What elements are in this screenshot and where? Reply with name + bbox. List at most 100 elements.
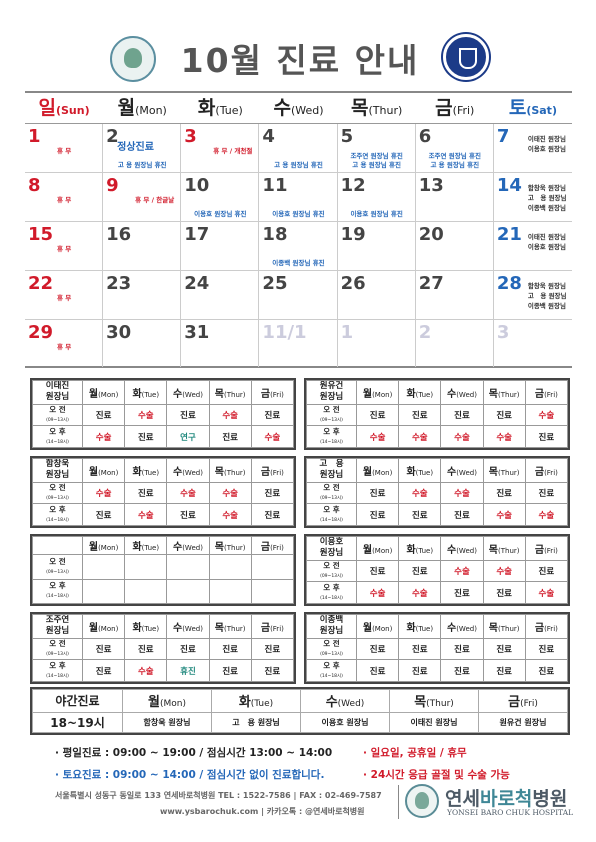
schedule-cell	[166, 578, 210, 605]
schedule-day-header: 목(Thur)	[482, 380, 526, 405]
schedule-cell: 진료	[524, 637, 569, 661]
night-doctor: 함창욱 원장님	[122, 711, 212, 734]
calendar-day: 8 휴 무	[25, 173, 104, 222]
emergency-note: · 24시간 응급 골절 및 수술 가능	[363, 769, 510, 781]
schedule-day-header: 화(Tue)	[124, 614, 168, 639]
schedule-cell: 진료	[524, 559, 569, 583]
weekday-header-thu: 목(Thur)	[337, 93, 416, 124]
schedule-day-header: 금(Fri)	[250, 380, 295, 405]
schedule-day-header: 화(Tue)	[398, 380, 442, 405]
day-number: 1	[340, 322, 354, 343]
schedule-day-header: 화(Tue)	[398, 536, 442, 561]
period-label: 오 전(09~13시)	[306, 559, 357, 583]
address-contact: 서울특별시 성동구 동일로 133 연세바로척병원 TEL : 1522-758…	[55, 791, 382, 800]
schedule-cell: 진료	[81, 637, 126, 661]
day-note: 이종백 원장님 휴진	[272, 259, 325, 267]
schedule-day-header: 목(Thur)	[482, 536, 526, 561]
day-number: 18	[262, 224, 288, 245]
schedule-cell: 수술	[355, 425, 400, 448]
hospital-name: 연세바로척병원	[445, 788, 568, 810]
website-kakao: www.ysbarochuk.com | 카카오톡 : @연세바로척병원	[160, 807, 365, 816]
schedule-cell	[250, 578, 295, 605]
hospital-seal-icon	[110, 36, 156, 82]
night-hours: 18~19시	[32, 711, 123, 734]
day-note: 이용호 원장님 휴진	[350, 210, 403, 218]
day-number: 12	[340, 175, 366, 196]
day-note: 휴 무	[57, 196, 72, 204]
calendar: 일(Sun)월(Mon)화(Tue)수(Wed)목(Thur)금(Fri)토(S…	[25, 91, 572, 368]
schedule-cell: 진료	[250, 481, 295, 505]
schedule-day-header: 수(Wed)	[440, 536, 484, 561]
night-day-mon: 월(Mon)	[122, 689, 212, 713]
schedule-day-header: 금(Fri)	[524, 458, 569, 483]
schedule-cell	[81, 554, 126, 580]
schedule-day-header: 금(Fri)	[250, 535, 295, 556]
schedule-day-header: 월(Mon)	[355, 380, 400, 405]
day-number: 10	[184, 175, 210, 196]
schedule-cell: 휴진	[166, 659, 210, 682]
day-number: 15	[28, 224, 54, 245]
day-number: 7	[496, 126, 510, 147]
schedule-cell: 진료	[166, 637, 210, 661]
day-note: 이태진 원장님	[527, 233, 566, 241]
schedule-day-header: 금(Fri)	[524, 380, 569, 405]
schedule-cell: 진료	[250, 637, 295, 661]
day-number: 8	[28, 175, 41, 196]
day-number: 13	[418, 175, 444, 196]
schedule-cell: 진료	[482, 481, 526, 505]
calendar-day: 20	[415, 222, 494, 271]
schedule-cell: 수술	[398, 581, 442, 604]
schedule-day-header: 화(Tue)	[124, 535, 168, 556]
day-note: 휴 무	[57, 294, 72, 302]
period-label: 오 후(14~18시)	[32, 425, 83, 448]
schedule-cell: 수술	[124, 403, 168, 427]
schedule-day-header: 수(Wed)	[440, 614, 484, 639]
period-label: 오 전(09~13시)	[32, 554, 83, 580]
day-number: 14	[496, 175, 522, 196]
schedule-day-header: 목(Thur)	[208, 614, 252, 639]
schedule-day-header: 월(Mon)	[81, 458, 126, 483]
night-day-thu: 목(Thur)	[389, 689, 479, 713]
schedule-cell: 진료	[208, 637, 252, 661]
calendar-day: 1	[338, 320, 416, 367]
schedule-cell: 수술	[124, 503, 168, 526]
doctor-name	[32, 535, 83, 556]
calendar-day: 31	[181, 320, 260, 367]
weekday-hours-note: · 평일진료 : 09:00 ~ 19:00 / 점심시간 13:00 ~ 14…	[55, 747, 333, 759]
hospital-name-english: YONSEI BARO CHUK HOSPITAL	[447, 808, 574, 817]
schedule-day-header: 목(Thur)	[208, 380, 252, 405]
calendar-day: 16	[103, 222, 182, 271]
schedule-cell: 진료	[81, 403, 126, 427]
header: 10월 진료 안내	[0, 0, 596, 90]
period-label: 오 전(09~13시)	[306, 481, 357, 505]
schedule-cell: 진료	[524, 481, 569, 505]
schedule-cell: 진료	[440, 403, 484, 427]
calendar-day: 3	[494, 320, 572, 367]
weekday-header-tue: 화(Tue)	[181, 93, 260, 124]
schedule-cell: 수술	[398, 481, 442, 505]
schedule-day-header: 화(Tue)	[124, 458, 168, 483]
period-label: 오 후(14~18시)	[306, 581, 357, 604]
schedule-cell: 진료	[398, 637, 442, 661]
schedule-cell: 진료	[166, 503, 210, 526]
schedule-cell: 수술	[166, 481, 210, 505]
schedule-cell	[124, 554, 168, 580]
schedule-day-header: 월(Mon)	[81, 614, 126, 639]
schedule-day-header: 월(Mon)	[355, 458, 400, 483]
schedule-cell: 연구	[166, 425, 210, 448]
day-number: 20	[418, 224, 444, 245]
